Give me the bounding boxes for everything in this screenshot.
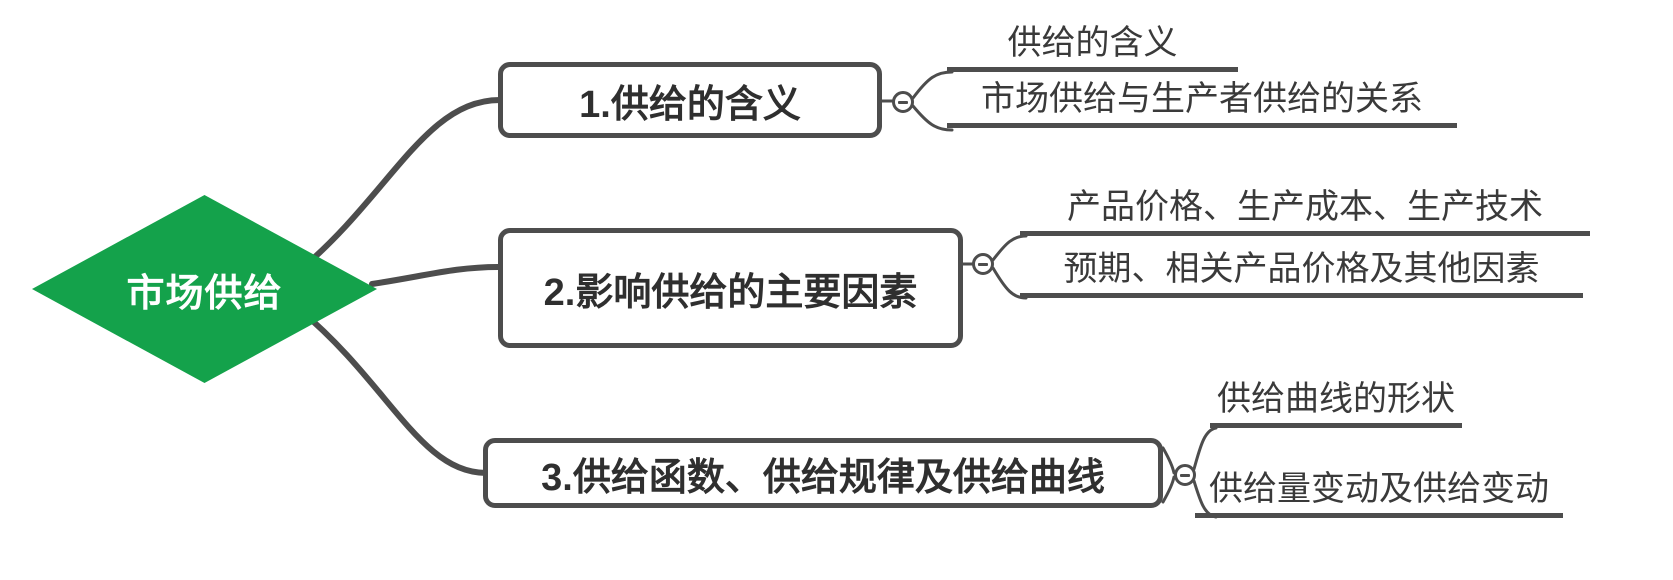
leaf-node-market-vs-producer-supply[interactable]: 市场供给与生产者供给的关系 <box>947 78 1457 128</box>
leaf-node-supply-curve-shape[interactable]: 供给曲线的形状 <box>1210 378 1462 428</box>
root-node-label: 市场供给 <box>126 272 283 315</box>
connector-root-branch3 <box>297 307 490 476</box>
collapse-toggle-branch2[interactable] <box>972 253 994 275</box>
connector-root-branch2 <box>369 264 501 287</box>
branch-node-1-supply-meaning[interactable]: 1.供给的含义 <box>498 62 882 138</box>
connector-branch3-stub-top <box>1161 446 1176 475</box>
leaf-label: 市场供给与生产者供给的关系 <box>981 80 1423 118</box>
branch-node-2-label: 2.影响供给的主要因素 <box>543 271 918 314</box>
connector-root-branch1 <box>297 97 503 273</box>
connector-branch3-child1 <box>1192 426 1218 471</box>
collapse-toggle-branch1[interactable] <box>892 91 914 113</box>
branch-node-3-label: 3.供给函数、供给规律及供给曲线 <box>541 456 1105 499</box>
branch-node-3-supply-function[interactable]: 3.供给函数、供给规律及供给曲线 <box>483 438 1163 508</box>
collapse-toggle-branch3[interactable] <box>1174 464 1196 486</box>
branch-node-1-label: 1.供给的含义 <box>579 83 801 126</box>
leaf-label: 产品价格、生产成本、生产技术 <box>1067 188 1543 226</box>
connector-branch1-child1 <box>911 70 954 100</box>
leaf-node-price-cost-technology[interactable]: 产品价格、生产成本、生产技术 <box>1020 186 1590 236</box>
leaf-label: 供给曲线的形状 <box>1217 380 1455 418</box>
leaf-label: 供给的含义 <box>1007 24 1178 62</box>
leaf-label: 预期、相关产品价格及其他因素 <box>1063 250 1540 288</box>
branch-node-2-supply-factors[interactable]: 2.影响供给的主要因素 <box>498 228 963 348</box>
connector-branch2-child1 <box>991 234 1028 262</box>
minus-icon <box>898 100 908 104</box>
minus-icon <box>978 262 988 266</box>
connector-branch3-stub-bottom <box>1161 475 1176 504</box>
leaf-label: 供给量变动及供给变动 <box>1209 470 1549 508</box>
leaf-node-expectation-related-prices[interactable]: 预期、相关产品价格及其他因素 <box>1020 248 1583 298</box>
minus-icon <box>1180 473 1190 477</box>
connector-branch1-child2 <box>911 104 954 132</box>
leaf-node-supply-meaning[interactable]: 供给的含义 <box>947 22 1238 72</box>
leaf-node-supply-quantity-change[interactable]: 供给量变动及供给变动 <box>1195 468 1563 518</box>
